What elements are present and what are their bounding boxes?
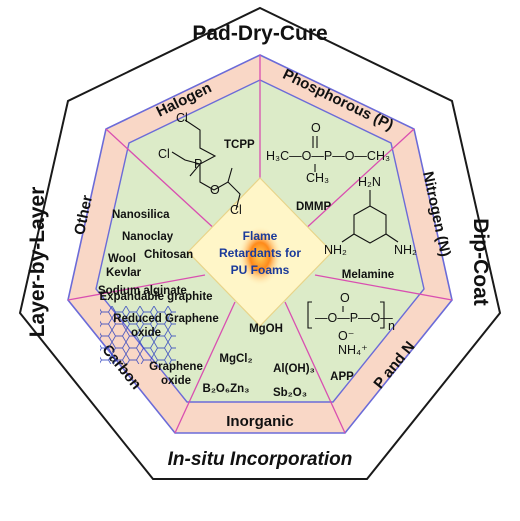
category-inorganic: Inorganic: [226, 413, 294, 430]
tcpp-cl-top: Cl: [176, 111, 188, 125]
app-formula: —O—P—O—: [315, 311, 393, 325]
dmmp-formula: H₃C—O—P—O—CH₃: [266, 149, 390, 163]
melamine-nh2-right: NH₂: [394, 243, 417, 257]
tcpp-cl-left: Cl: [158, 147, 170, 161]
melamine-h2n: H₂N: [358, 175, 381, 189]
app-o-minus: O⁻: [338, 329, 354, 343]
inorganic-item-2: MgCl₂: [219, 353, 252, 365]
center-line-2: Retardants for: [219, 246, 301, 260]
graphene-lattice-icon: [100, 306, 176, 364]
inorganic-item-5: Sb₂O₃: [273, 387, 307, 399]
app-n: n: [388, 319, 395, 333]
tcpp-label: TCPP: [224, 139, 255, 151]
dmmp-bonds: [312, 136, 318, 172]
tcpp-structure: [171, 119, 241, 211]
carbon-item-1: Expandable graphite: [99, 291, 212, 303]
other-item-3: Chitosan: [144, 249, 193, 261]
center-line-3: PU Foams: [231, 263, 290, 277]
other-item-2: Nanoclay: [122, 231, 174, 243]
other-item-4: Wool: [108, 253, 136, 265]
carbon-item-2: Reduced Graphene: [113, 313, 218, 325]
carbon-item-3: oxide: [131, 327, 161, 339]
app-nh4: NH₄⁺: [338, 343, 368, 357]
melamine-label: Melamine: [342, 269, 394, 281]
other-item-5: Kevlar: [106, 267, 142, 279]
label-pad-dry-cure: Pad-Dry-Cure: [192, 22, 327, 45]
center-line-1: Flame: [243, 229, 278, 243]
flame-icon: [238, 226, 282, 286]
label-layer-by-layer: Layer-by-Layer: [26, 187, 49, 338]
label-in-situ-incorporation: In-situ Incorporation: [168, 449, 353, 470]
carbon-item-5: oxide: [161, 375, 191, 387]
melamine-nh2-left: NH₂: [324, 243, 347, 257]
label-dip-coat: Dip-Coat: [469, 218, 492, 306]
other-item-1: Nanosilica: [112, 209, 170, 221]
other-item-6: Sodium alginate: [98, 285, 187, 297]
center-panel: Flame Retardants for PU Foams: [187, 177, 333, 327]
melamine-structure: [341, 190, 399, 244]
app-o-top: O: [340, 291, 350, 305]
tcpp-p: P: [194, 157, 202, 171]
dmmp-ch3: CH₃: [306, 171, 329, 185]
dmmp-label: DMMP: [296, 201, 331, 213]
app-brackets: [307, 301, 385, 329]
tcpp-o: O: [210, 183, 220, 197]
dmmp-o-top: O: [311, 121, 321, 135]
inorganic-item-4: B₂O₆Zn₃: [203, 383, 250, 395]
app-label: APP: [330, 371, 354, 383]
carbon-item-4: Graphene: [149, 361, 203, 373]
inorganic-item-1: MgOH: [249, 323, 283, 335]
inorganic-item-3: Al(OH)₃: [273, 363, 315, 375]
tcpp-cl-bottom: Cl: [230, 203, 242, 217]
sector-dividers: [67, 55, 453, 434]
